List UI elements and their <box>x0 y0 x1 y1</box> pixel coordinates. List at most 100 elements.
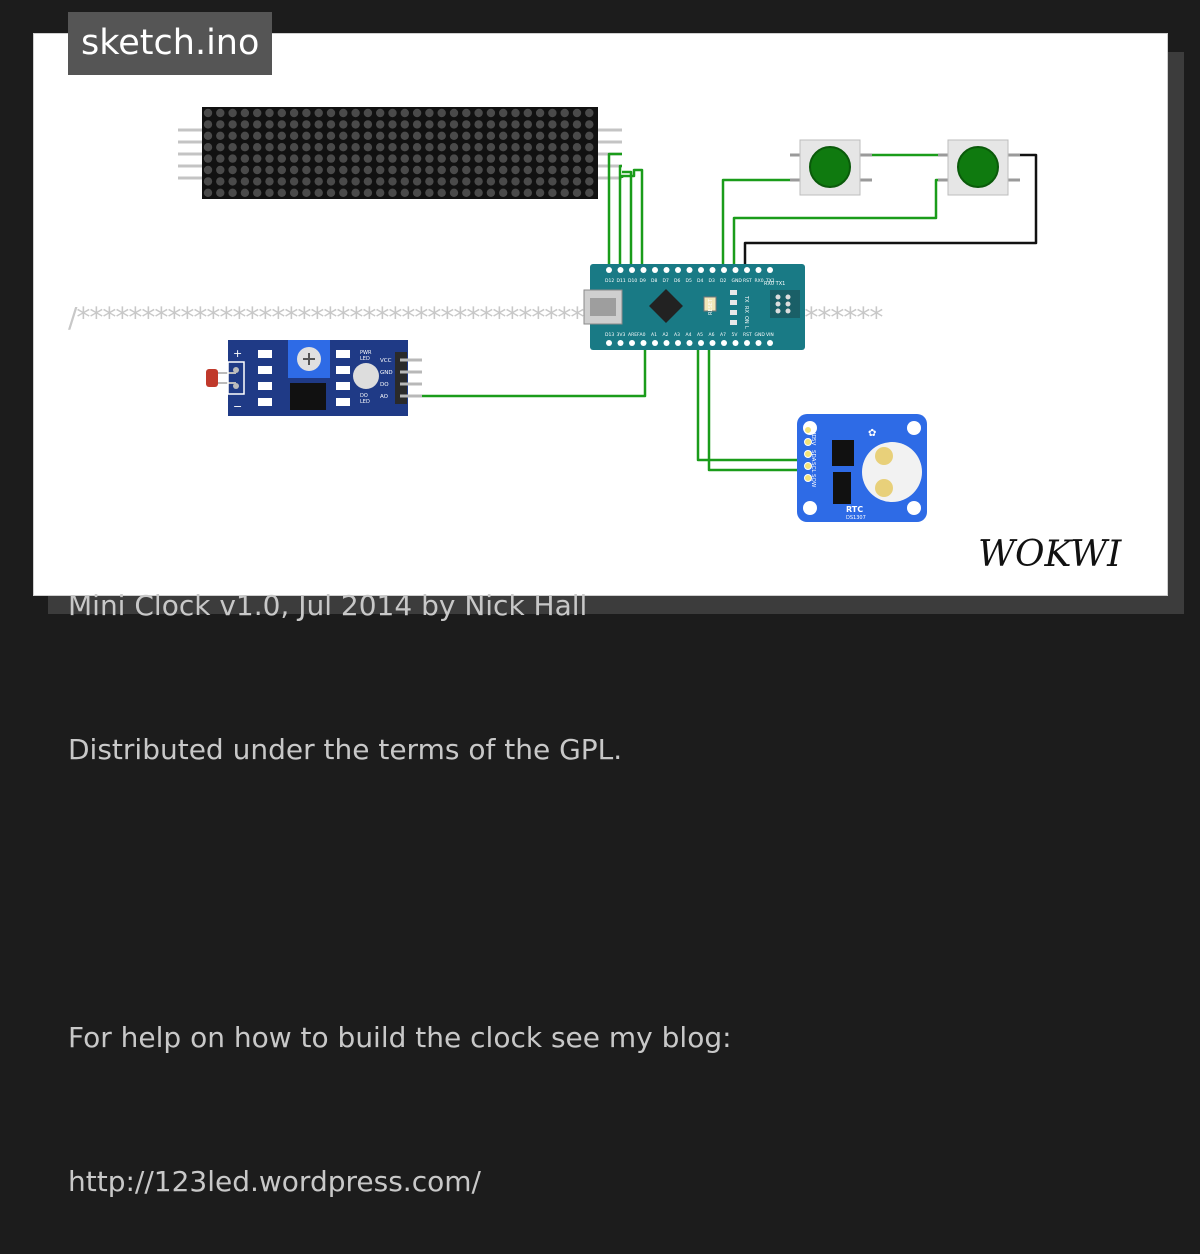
nano-pin[interactable] <box>652 340 658 346</box>
matrix-led <box>462 177 471 186</box>
nano-pin[interactable] <box>767 340 773 346</box>
reset-button[interactable] <box>703 296 717 312</box>
nano-pin[interactable] <box>755 267 762 273</box>
nano-pin[interactable] <box>675 340 681 346</box>
matrix-led <box>388 165 397 175</box>
nano-pin[interactable] <box>686 340 693 346</box>
nano-pin[interactable] <box>755 340 762 346</box>
matrix-led <box>376 188 385 197</box>
nano-pin[interactable] <box>640 340 647 346</box>
pwr-led <box>353 363 379 389</box>
wokwi-logo: WOKWI <box>978 534 1122 575</box>
nano-pin[interactable] <box>663 340 670 346</box>
nano-pin-label: 3V3 <box>617 332 626 338</box>
rtc-pin[interactable] <box>804 462 812 470</box>
rtc-pin[interactable] <box>804 438 812 446</box>
icsp-header <box>770 290 800 318</box>
nano-pin[interactable] <box>663 267 670 273</box>
matrix-led <box>388 143 397 152</box>
matrix-led <box>363 165 373 175</box>
nano-pin[interactable] <box>698 340 704 346</box>
nano-pin[interactable] <box>629 267 635 273</box>
matrix-led <box>388 154 397 163</box>
matrix-led <box>499 108 508 118</box>
matrix-led <box>351 154 360 163</box>
matrix-led <box>535 154 545 163</box>
rtc-crystal <box>833 472 851 504</box>
rtc-pin-label: GND <box>810 426 816 439</box>
matrix-led <box>376 131 385 140</box>
nano-pin[interactable] <box>606 340 612 346</box>
matrix-led <box>253 131 262 140</box>
matrix-led <box>400 108 409 118</box>
nano-pin[interactable] <box>617 267 624 273</box>
matrix-led <box>314 154 323 163</box>
nano-pin[interactable] <box>617 340 624 346</box>
photoresistor[interactable] <box>206 369 218 387</box>
nano-pin[interactable] <box>744 340 750 346</box>
matrix-led <box>523 177 532 186</box>
nano-pin[interactable] <box>721 267 727 273</box>
wire-matrix-1 <box>607 152 622 270</box>
nano-pin[interactable] <box>686 267 693 273</box>
nano-pin[interactable] <box>709 267 716 273</box>
rtc-pin[interactable] <box>804 474 812 482</box>
matrix-led <box>351 131 360 140</box>
nano-pin[interactable] <box>698 267 704 273</box>
matrix-led <box>351 108 360 118</box>
matrix-led <box>572 143 582 152</box>
matrix-led <box>449 143 459 152</box>
matrix-led <box>523 143 532 152</box>
matrix-led <box>548 188 557 197</box>
matrix-led <box>277 154 286 163</box>
push-button-2[interactable] <box>938 139 1020 196</box>
matrix-led <box>339 143 348 152</box>
matrix-led <box>585 165 594 175</box>
rtc-pin[interactable] <box>804 450 812 458</box>
nano-pin-label: D13 <box>605 332 614 338</box>
nano-pin-label: D6 <box>674 278 680 284</box>
file-tab[interactable]: sketch.ino <box>68 12 273 75</box>
nano-pin[interactable] <box>732 267 739 273</box>
matrix-led <box>376 165 385 175</box>
matrix-led <box>425 154 434 163</box>
matrix-led <box>302 154 311 163</box>
matrix-led <box>449 188 459 197</box>
matrix-led <box>474 120 483 129</box>
rtc-pin-label: 5V <box>810 438 816 445</box>
nano-pin[interactable] <box>732 340 739 346</box>
matrix-led <box>412 108 422 118</box>
nano-pin[interactable] <box>606 267 612 273</box>
nano-pin[interactable] <box>629 340 635 346</box>
nano-pin-label: RST <box>743 332 752 338</box>
matrix-led <box>572 120 582 129</box>
matrix-led <box>265 108 274 118</box>
led-matrix[interactable] <box>178 107 622 199</box>
rtc-pin[interactable] <box>804 426 812 434</box>
button-cap[interactable] <box>957 146 999 188</box>
rx0tx1-label: RX0 TX1 <box>764 281 785 287</box>
matrix-led <box>412 154 422 163</box>
nano-pin[interactable] <box>652 267 658 273</box>
nano-pin[interactable] <box>744 267 750 273</box>
matrix-led <box>548 154 557 163</box>
nano-pin[interactable] <box>721 340 727 346</box>
nano-pin[interactable] <box>709 340 716 346</box>
nano-pin[interactable] <box>640 267 647 273</box>
matrix-led <box>462 120 471 129</box>
nano-pin[interactable] <box>767 267 773 273</box>
matrix-led <box>326 154 336 163</box>
nano-pin[interactable] <box>675 267 681 273</box>
matrix-led <box>511 131 520 140</box>
code-line-5 <box>68 870 1132 918</box>
matrix-led <box>486 165 496 175</box>
button-cap[interactable] <box>809 146 851 188</box>
matrix-led <box>289 131 299 140</box>
push-button-1[interactable] <box>790 139 872 196</box>
matrix-led <box>314 188 323 197</box>
wire-gnd <box>743 153 1038 270</box>
